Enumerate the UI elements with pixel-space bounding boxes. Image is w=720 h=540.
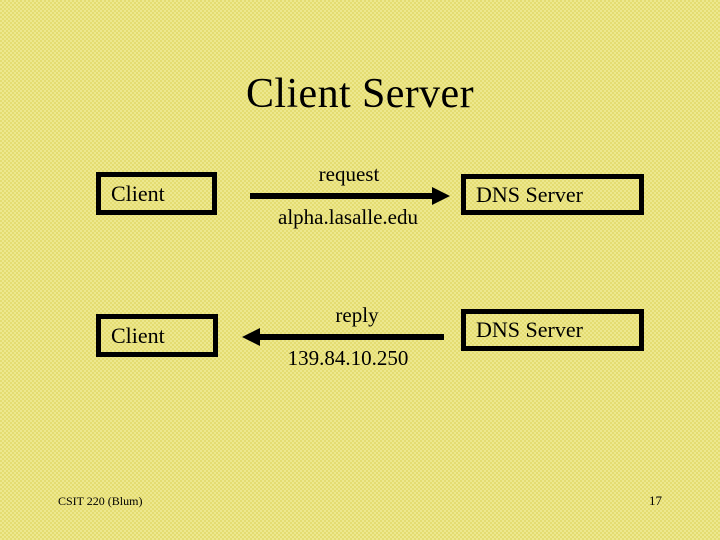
- node-box-dns-server-request: DNS Server: [461, 174, 644, 215]
- node-label: DNS Server: [476, 181, 583, 207]
- flow-top-label: reply: [335, 303, 379, 327]
- flow-request: request alpha.lasalle.edu: [236, 162, 456, 230]
- flow-reply: reply 139.84.10.250: [236, 303, 456, 371]
- node-box-client-reply: Client: [96, 314, 218, 357]
- node-label: Client: [111, 322, 165, 348]
- arrow-right-icon: [250, 187, 450, 205]
- page-title: Client Server: [246, 71, 474, 117]
- flow-bottom-label: alpha.lasalle.edu: [278, 205, 418, 229]
- footer-page-number: 17: [649, 493, 662, 508]
- footer-course-label: CSIT 220 (Blum): [58, 494, 143, 508]
- node-box-dns-server-reply: DNS Server: [461, 309, 644, 351]
- flow-top-label: request: [318, 162, 380, 186]
- node-label: DNS Server: [476, 317, 583, 342]
- node-box-client-request: Client: [96, 172, 217, 215]
- arrow-left-icon: [242, 328, 444, 346]
- node-label: Client: [111, 180, 165, 206]
- flow-bottom-label: 139.84.10.250: [287, 346, 409, 370]
